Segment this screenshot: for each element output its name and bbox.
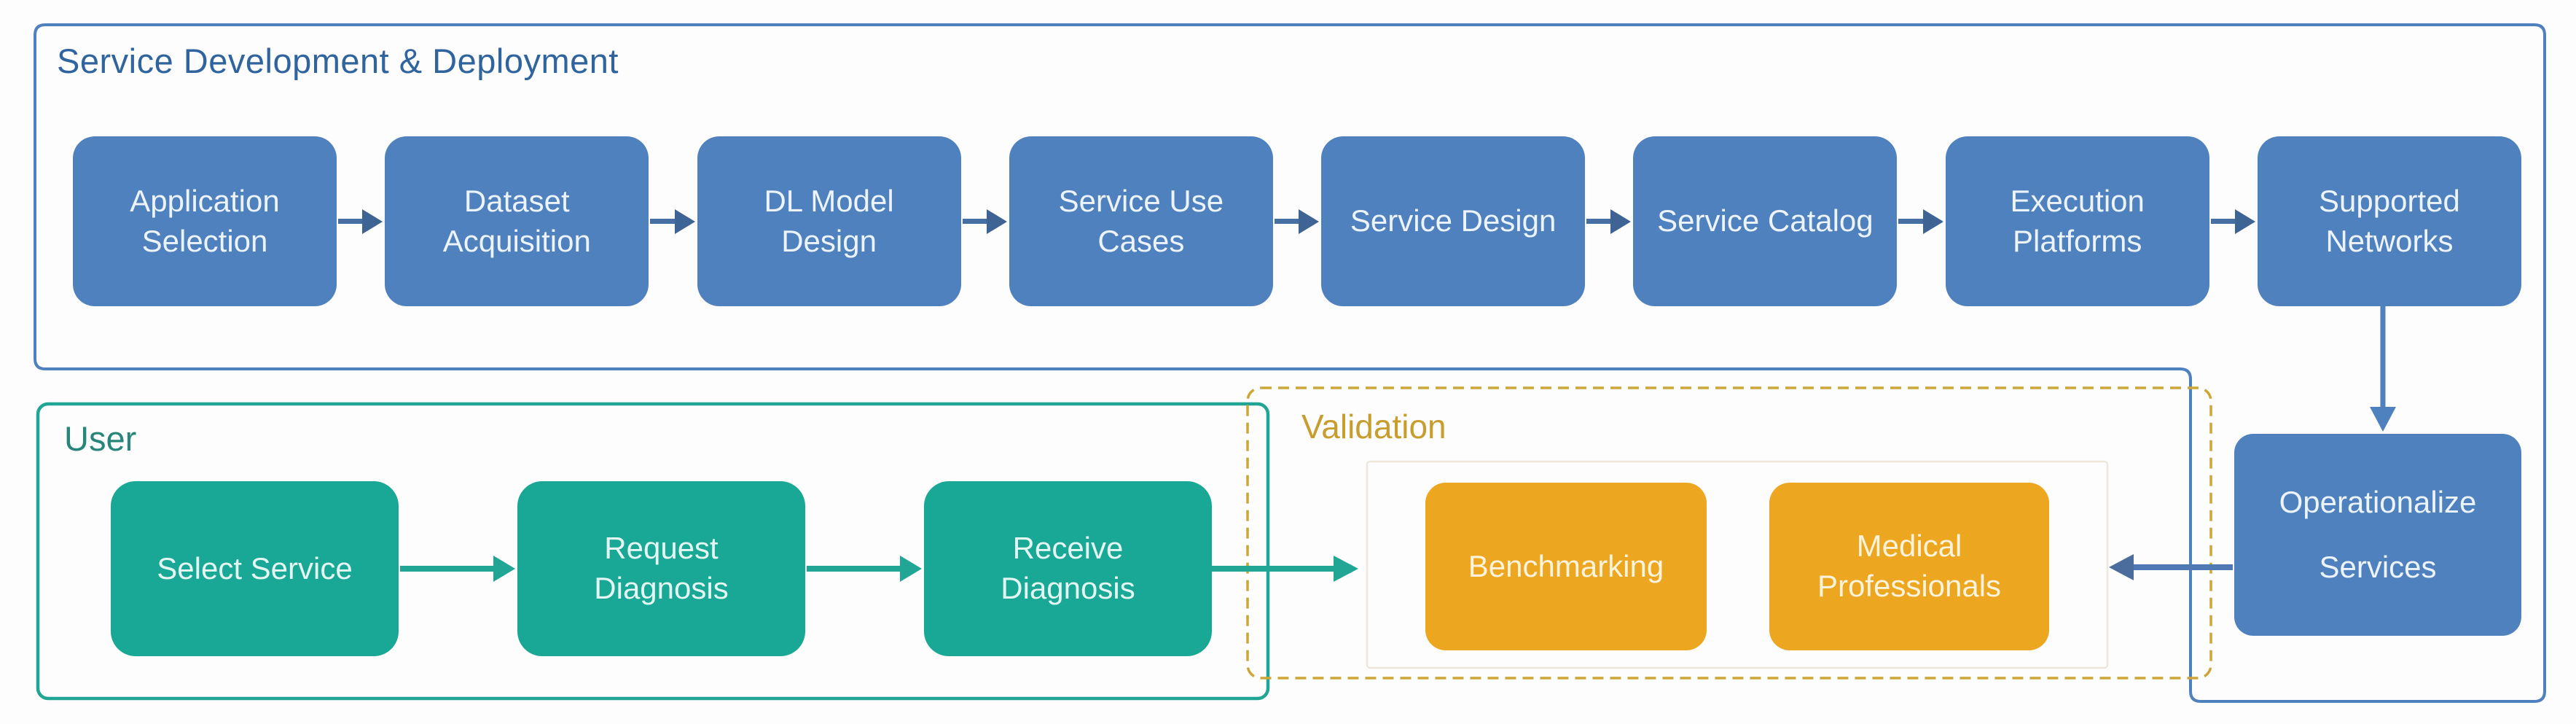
arrow-supported-to-operationalize xyxy=(2370,306,2396,432)
validation-medical-professionals-box: Medical Professionals xyxy=(1769,483,2049,650)
dev-section-outline xyxy=(34,23,2546,703)
step-receive-diagnosis: Receive Diagnosis xyxy=(924,481,1212,656)
arrow-right-icon xyxy=(962,219,987,224)
arrow-right-icon xyxy=(807,566,901,572)
step-dl-model-design: DL Model Design xyxy=(697,136,961,306)
validation-benchmarking-box: Benchmarking xyxy=(1425,483,1707,650)
arrow-right-icon xyxy=(650,219,676,224)
validation-section-title: Validation xyxy=(1301,408,1446,445)
validation-inner-frame xyxy=(1366,460,2109,669)
arrow-right-icon xyxy=(338,219,364,224)
step-service-design: Service Design xyxy=(1321,136,1586,306)
arrow-right-icon xyxy=(1586,219,1612,224)
validation-section-outline xyxy=(1246,386,2212,680)
step-service-catalog: Service Catalog xyxy=(1633,136,1898,306)
arrow-right-icon xyxy=(1274,219,1300,224)
dev-steps-row: Application Selection Dataset Acquisitio… xyxy=(73,136,2521,306)
arrow-right-icon xyxy=(1898,219,1924,224)
user-steps-row: Select Service Request Diagnosis Receive… xyxy=(111,481,1212,656)
step-application-selection: Application Selection xyxy=(73,136,337,306)
step-execution-platforms: Execution Platforms xyxy=(1945,136,2209,306)
user-section-outline xyxy=(36,402,1270,701)
user-section-title: User xyxy=(64,419,137,458)
arrow-operationalize-to-validation xyxy=(2109,554,2233,580)
step-select-service: Select Service xyxy=(111,481,399,656)
arrow-right-icon xyxy=(400,566,494,572)
step-dataset-acquisition: Dataset Acquisition xyxy=(385,136,649,306)
step-supported-networks: Supported Networks xyxy=(2257,136,2521,306)
step-request-diagnosis: Request Diagnosis xyxy=(517,481,805,656)
dev-section-title: Service Development & Deployment xyxy=(57,42,619,80)
operationalize-services-box: Operationalize Services xyxy=(2234,434,2521,636)
step-service-use-cases: Service Use Cases xyxy=(1009,136,1273,306)
arrow-right-icon xyxy=(2210,219,2236,224)
arrow-receive-to-validation xyxy=(1212,556,1358,582)
